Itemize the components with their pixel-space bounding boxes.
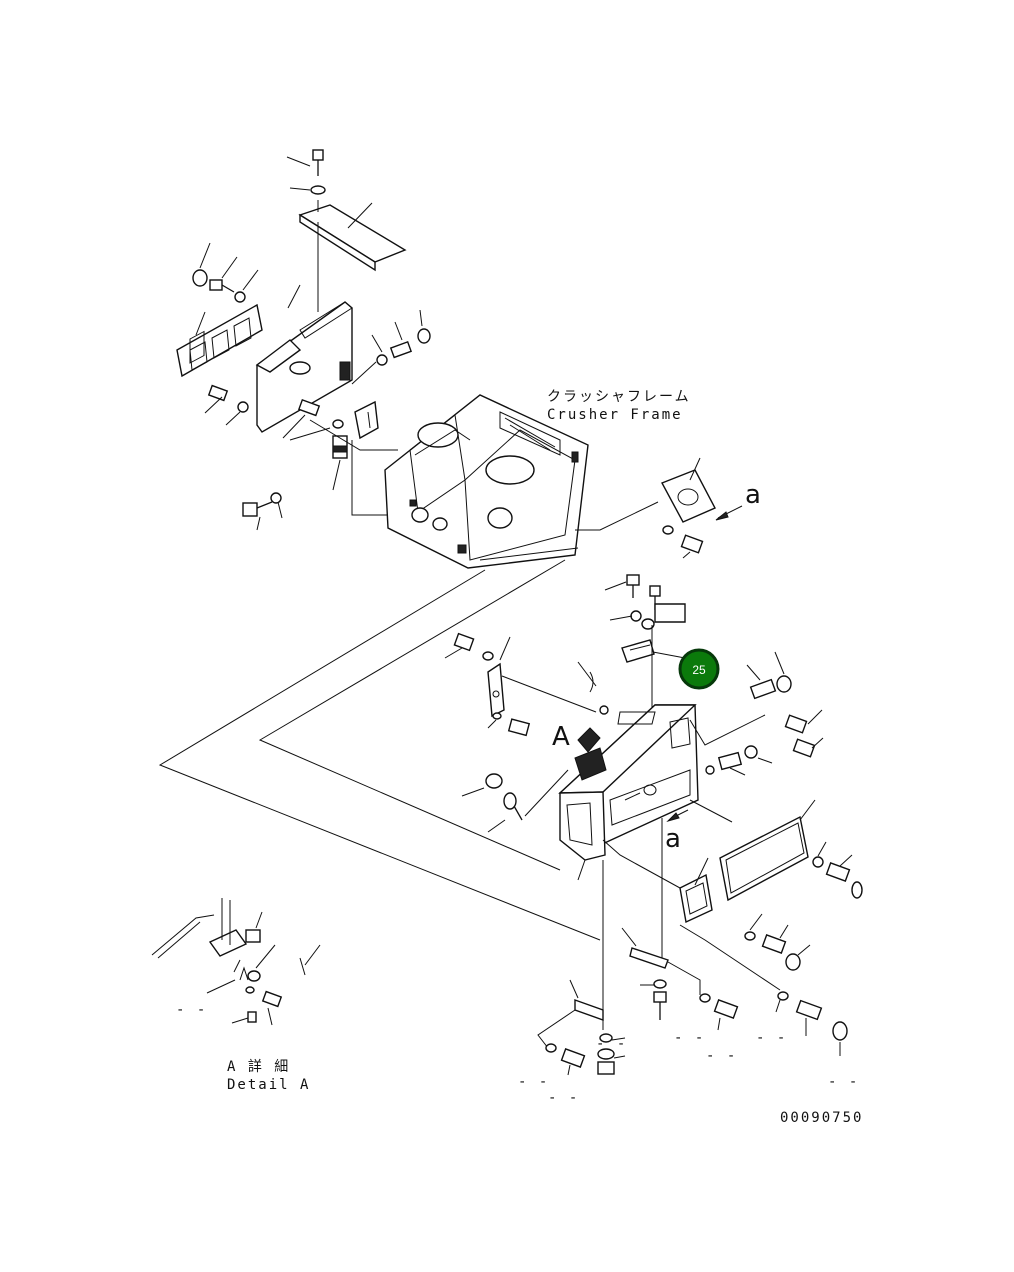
main-frame-body	[558, 704, 699, 881]
leader-line	[309, 419, 398, 451]
bolt-top	[286, 149, 326, 195]
detail-a-view	[151, 898, 321, 1026]
dash-mark: - -	[596, 1036, 627, 1052]
dash-mark: - -	[674, 1030, 705, 1046]
assembly-line	[158, 569, 601, 941]
dash-mark: - -	[518, 1074, 549, 1090]
view-marker-A: A	[552, 722, 570, 752]
leader-line	[575, 501, 659, 531]
detail-label-jp: A 詳 細	[227, 1059, 290, 1075]
top-tray-cover	[298, 200, 407, 272]
dash-mark: - -	[176, 1002, 207, 1018]
side-lever-bracket	[444, 632, 597, 737]
crusher-frame	[384, 394, 589, 569]
leader-line	[351, 440, 390, 516]
view-marker-a-mid: a	[665, 824, 681, 854]
dash-mark: - -	[756, 1030, 787, 1046]
dash-mark: - -	[828, 1074, 859, 1090]
callout-25[interactable]: 25	[678, 648, 720, 690]
view-arrow-a-mid	[666, 809, 689, 822]
callout-number: 25	[692, 663, 706, 677]
lower-left-fasteners	[204, 384, 344, 441]
right-upper-fasteners	[689, 651, 824, 776]
upper-housing-cover	[255, 284, 353, 433]
plate-fasteners	[662, 525, 704, 559]
left-pin-assembly	[461, 769, 569, 833]
drawing-number: 00090750	[780, 1110, 863, 1126]
upper-fastener-stack	[604, 574, 686, 712]
bolt-lower-left	[242, 492, 283, 531]
lower-support-brackets	[537, 818, 739, 1076]
small-bracket	[354, 400, 379, 440]
assembly-line	[258, 559, 566, 871]
detail-label-en: Detail A	[227, 1077, 310, 1093]
dash-mark: - -	[706, 1048, 737, 1064]
mounting-plate-right	[661, 457, 716, 523]
dash-mark: - -	[548, 1090, 579, 1106]
left-fasteners	[192, 242, 259, 303]
frame-label-en: Crusher Frame	[547, 407, 683, 423]
frame-label-jp: クラッシャフレーム	[547, 389, 691, 405]
upper-right-fasteners	[351, 309, 431, 385]
side-grille-panel	[176, 303, 263, 378]
detail-a-hatch	[577, 727, 601, 753]
right-side-cover-plate	[689, 799, 816, 902]
right-lower-fasteners	[679, 841, 863, 1056]
block-part	[332, 435, 348, 491]
direction-arrow-a-top	[715, 505, 743, 521]
inspection-cover	[602, 839, 713, 924]
view-marker-a-top: a	[745, 480, 761, 510]
small-pin-parts	[577, 661, 609, 715]
